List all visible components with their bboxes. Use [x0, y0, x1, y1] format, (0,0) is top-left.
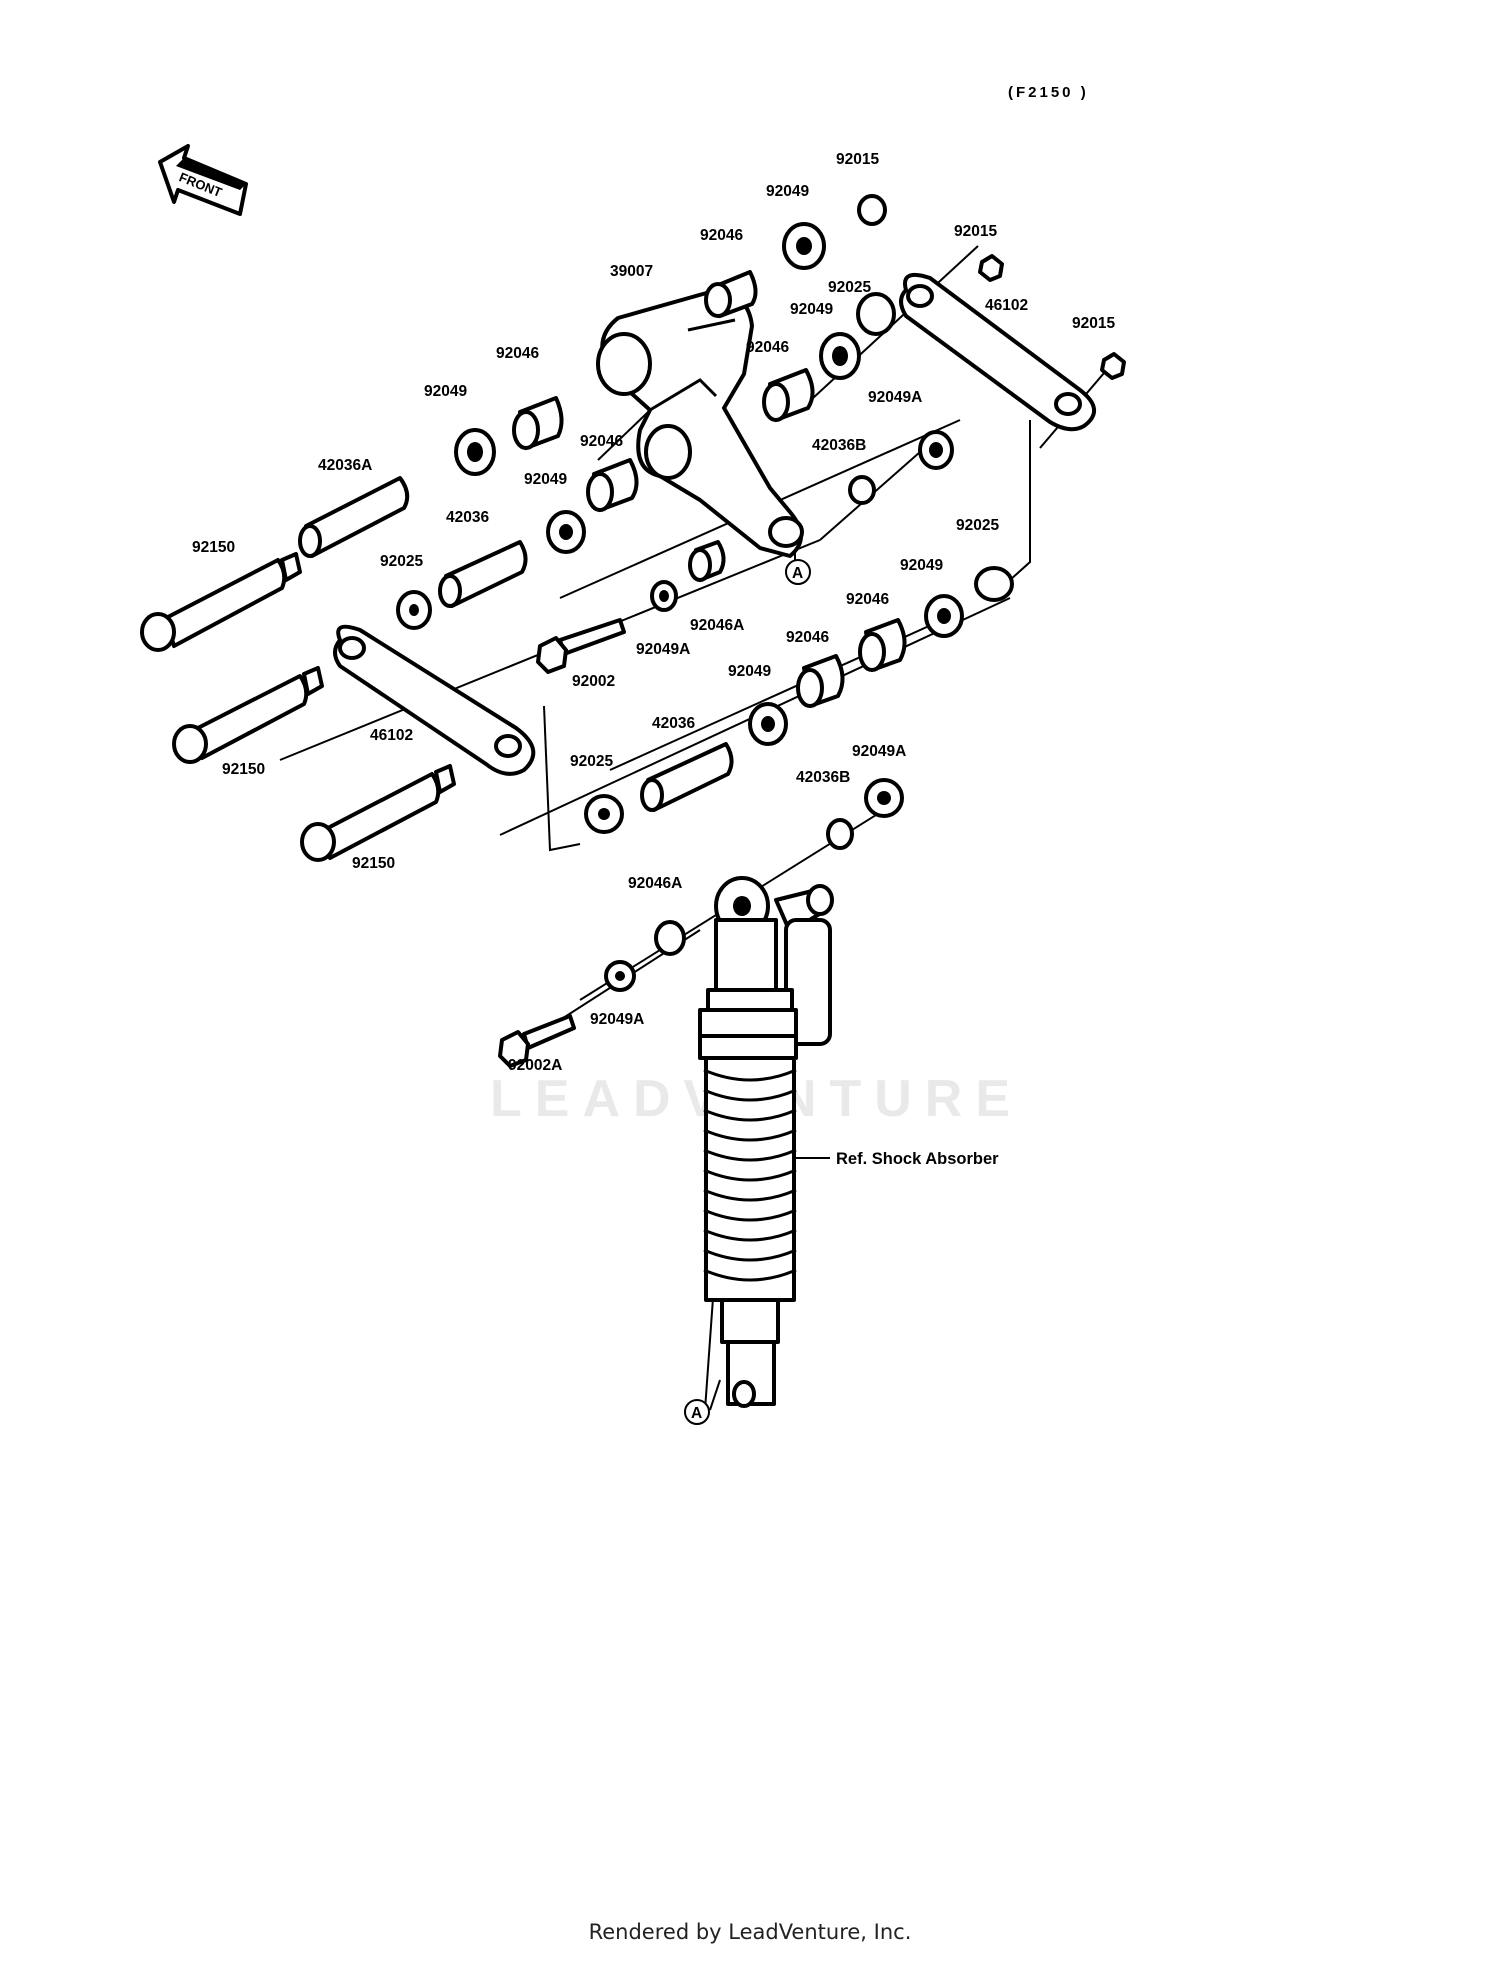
part-label: 92025 — [380, 553, 423, 570]
hardware-left-cluster — [140, 396, 639, 652]
part-label: 92046 — [746, 339, 789, 356]
part-label: 42036 — [446, 509, 489, 526]
rocker-arm-39007 — [596, 289, 804, 558]
bottom-bolt — [498, 920, 686, 1068]
reference-marker-a-top: A — [785, 559, 811, 585]
part-label: 92025 — [828, 279, 871, 296]
part-label: 92046A — [628, 875, 682, 892]
part-label: 92150 — [192, 539, 235, 556]
part-label: 92015 — [1072, 315, 1115, 332]
part-label: 92049A — [636, 641, 690, 658]
link-plate-46102-lower — [333, 624, 536, 776]
part-label: 92049A — [868, 389, 922, 406]
part-label: 92046 — [786, 629, 829, 646]
part-label: 92049 — [424, 383, 467, 400]
part-label: 92150 — [352, 855, 395, 872]
part-label: 92049 — [900, 557, 943, 574]
shock-spring-coils — [703, 1068, 797, 1282]
hardware-center-cluster — [172, 540, 1014, 862]
part-label: 92049A — [852, 743, 906, 760]
svg-text:A: A — [792, 565, 803, 582]
part-label: 92150 — [222, 761, 265, 778]
part-label: 92025 — [570, 753, 613, 770]
part-label: 46102 — [985, 297, 1028, 314]
part-label: 42036B — [812, 437, 866, 454]
part-label: 92046A — [690, 617, 744, 634]
reference-marker-a-bottom: A — [684, 1399, 710, 1425]
part-label: 42036A — [318, 457, 372, 474]
part-label: 92002A — [508, 1057, 562, 1074]
part-label: 92046 — [700, 227, 743, 244]
part-label: 46102 — [370, 727, 413, 744]
part-label: 39007 — [610, 263, 653, 280]
ref-shock-absorber-label: Ref. Shock Absorber — [836, 1150, 999, 1168]
part-label: 92046 — [496, 345, 539, 362]
part-label: 92049 — [524, 471, 567, 488]
svg-text:A: A — [691, 1405, 702, 1422]
part-label: 92049A — [590, 1011, 644, 1028]
part-label: 42036B — [796, 769, 850, 786]
link-plate-46102-upper — [899, 273, 1096, 432]
part-label: 92046 — [580, 433, 623, 450]
part-label: 92015 — [836, 151, 879, 168]
part-label: 92025 — [956, 517, 999, 534]
diagram-code: (F2150 ) — [1008, 84, 1089, 101]
part-label: 92015 — [954, 223, 997, 240]
front-arrow-icon: FRONT — [158, 144, 248, 216]
hardware-top-cluster — [704, 194, 1126, 505]
part-label: 92049 — [790, 301, 833, 318]
part-label: 92049 — [766, 183, 809, 200]
shock-absorber — [698, 876, 834, 1408]
part-label: 42036 — [652, 715, 695, 732]
part-label: 92046 — [846, 591, 889, 608]
part-number-labels: 92015 92049 92046 39007 92015 92025 4610… — [192, 151, 1115, 1168]
part-label: 92002 — [572, 673, 615, 690]
part-label: 92049 — [728, 663, 771, 680]
footer-credit: Rendered by LeadVenture, Inc. — [588, 1920, 912, 1944]
